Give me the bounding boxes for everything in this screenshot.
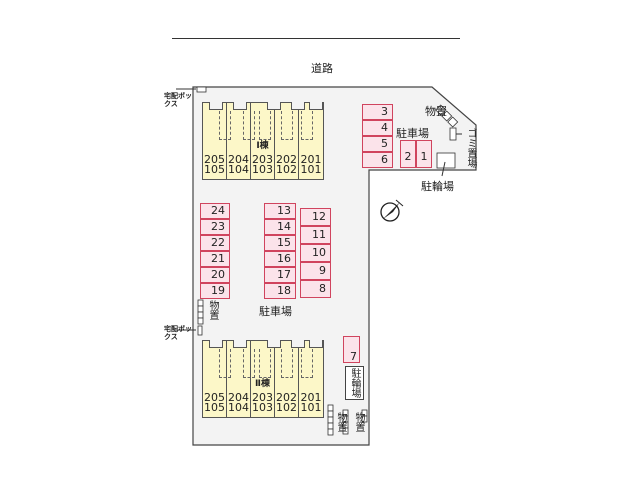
parking-space-24: 24 [200,203,230,219]
parking-space-6: 6 [362,152,393,168]
parking-space-11: 11 [300,226,331,244]
building-2-base [202,417,322,418]
parking-space-21: 21 [200,251,230,267]
parking-label-top: 駐車場 [396,127,429,140]
parking-label-main: 駐車場 [259,305,292,318]
storage-label-top: 物置 [425,105,447,118]
parking-space-16: 16 [264,251,296,267]
parking-space-20: 20 [200,267,230,283]
parking-space-2: 2 [400,140,416,168]
parking-space-22: 22 [200,235,230,251]
parking-space-18: 18 [264,283,296,299]
delivery-box-label-2: 宅配ボックス [164,325,192,341]
road-line [172,38,460,39]
parking-space-9: 9 [300,262,331,280]
parking-space-14: 14 [264,219,296,235]
bicycle-label-bottom: 駐輪場 [345,366,364,400]
storage-label-bottom-1: 物置 [335,412,346,432]
delivery-box-label-1: 宅配ボックス [164,92,192,108]
parking-space-3: 3 [362,104,393,120]
storage-label-left: 物置 [207,300,218,320]
parking-space-13: 13 [264,203,296,219]
garbage-label: ゴミ置場 [465,128,476,168]
parking-space-19: 19 [200,283,230,299]
road-label: 道路 [311,62,333,75]
north-arrow-icon [380,199,404,222]
parking-space-10: 10 [300,244,331,262]
parking-space-8: 8 [300,280,331,298]
parking-space-12: 12 [300,208,331,226]
parking-space-7: 7 [343,336,360,363]
parking-space-1: 1 [416,140,432,168]
bicycle-label-top: 駐輪場 [421,180,454,193]
parking-space-23: 23 [200,219,230,235]
parking-space-5: 5 [362,136,393,152]
storage-label-bottom-2: 物置 [353,412,364,432]
parking-space-17: 17 [264,267,296,283]
parking-space-15: 15 [264,235,296,251]
building-1-name: Ⅰ棟 [256,141,269,151]
parking-space-4: 4 [362,120,393,136]
building-2-name: Ⅱ棟 [255,379,270,389]
